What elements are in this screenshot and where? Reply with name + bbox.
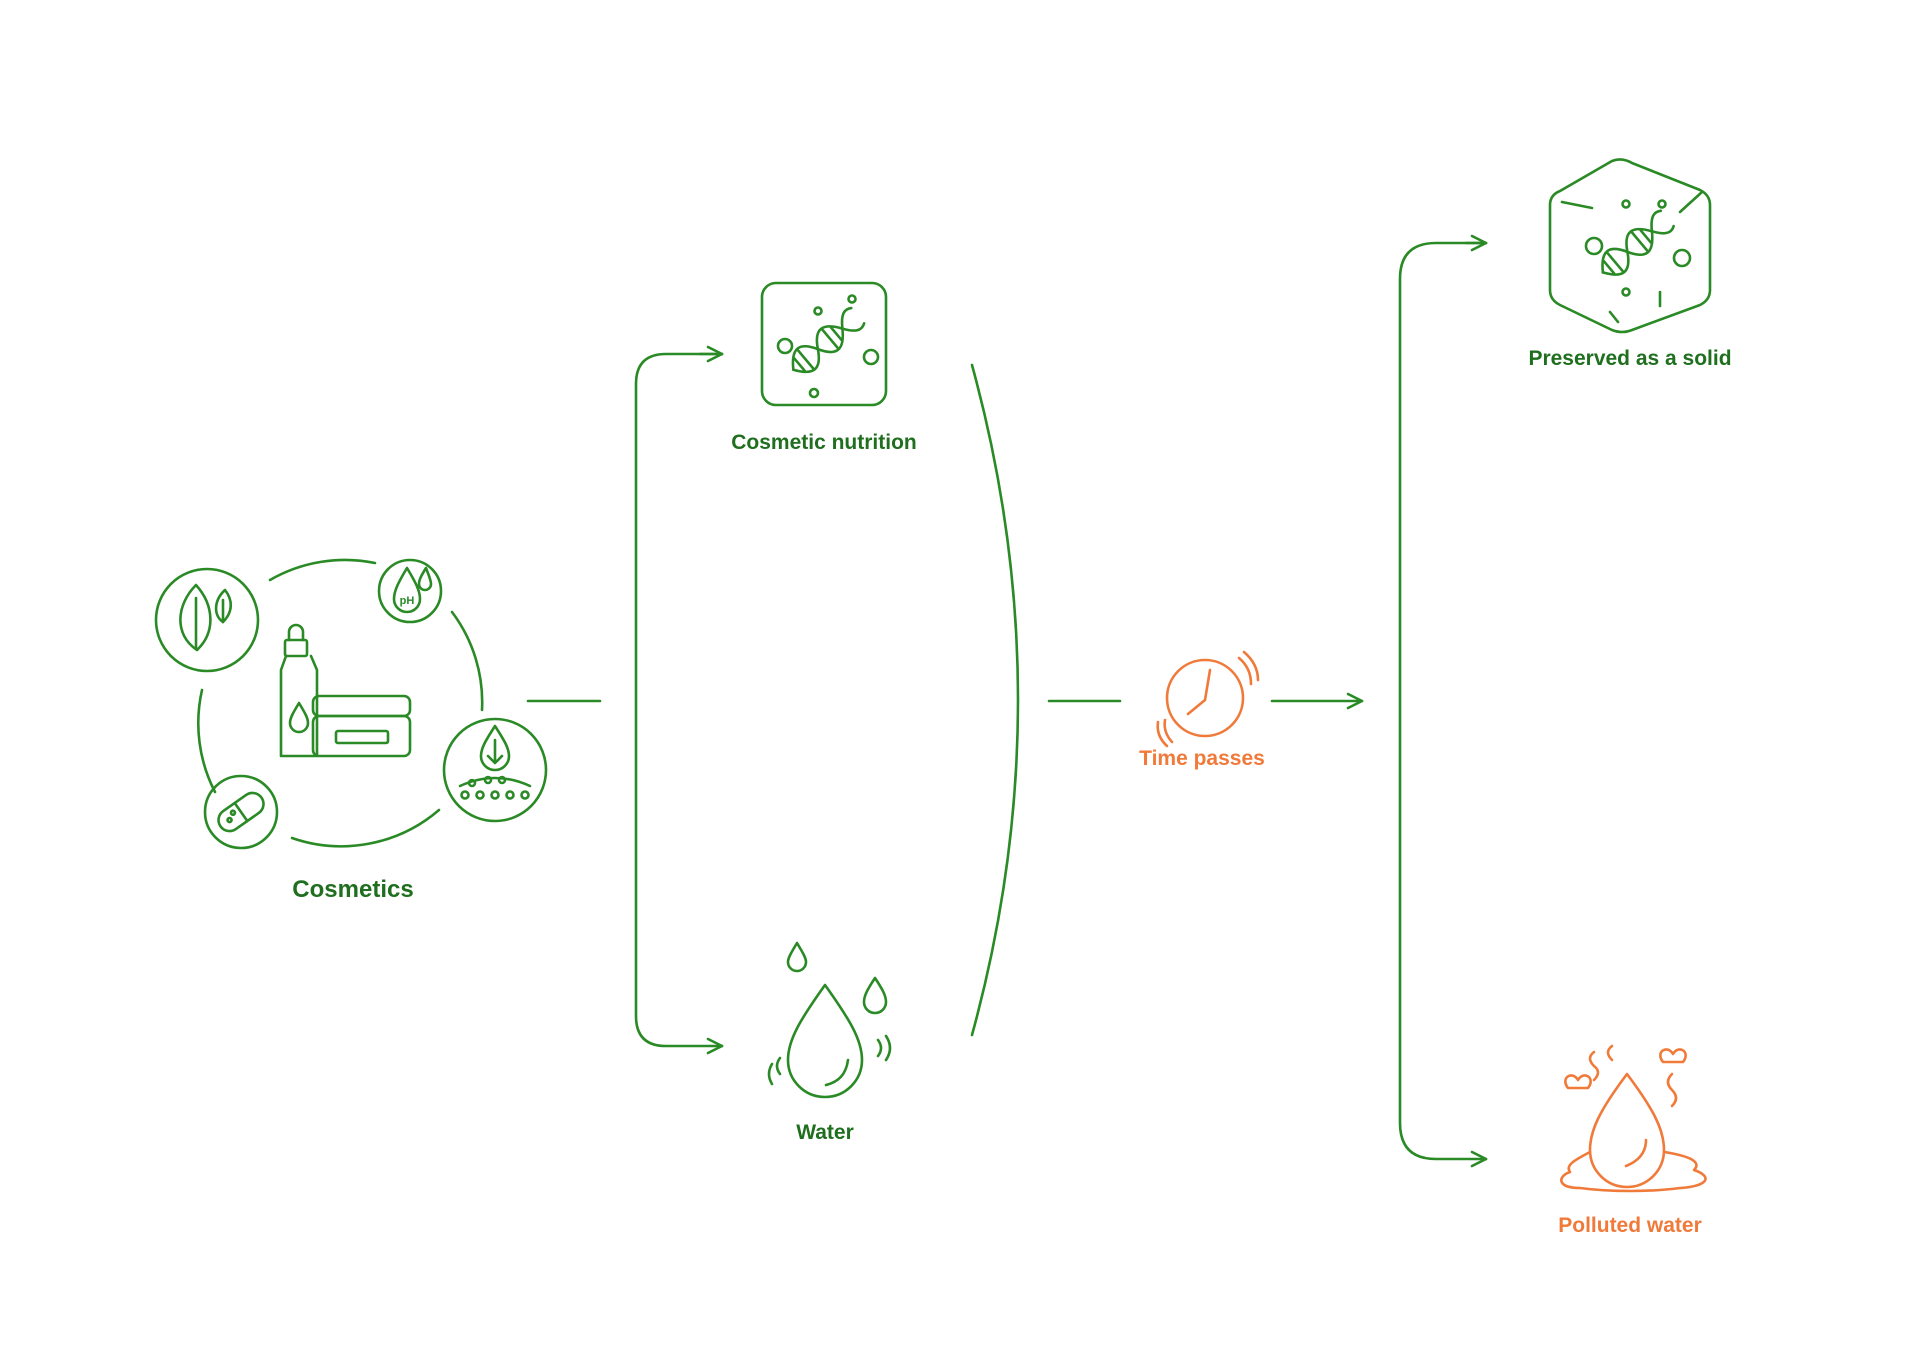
absorption-icon — [442, 717, 548, 823]
polluted-water-label: Polluted water — [1558, 1214, 1702, 1237]
ph-drop-icon: pH — [377, 558, 443, 624]
cosmetic-nutrition-label: Cosmetic nutrition — [731, 431, 917, 454]
preserved-as-solid-label: Preserved as a solid — [1528, 347, 1731, 370]
merge-arc — [970, 363, 1020, 1037]
clock-icon — [1156, 650, 1260, 748]
leaf-icon — [154, 567, 260, 673]
cream-jar-icon — [311, 694, 412, 758]
connectors — [526, 234, 1488, 1168]
cosmetics-label: Cosmetics — [292, 876, 413, 903]
water-drop-icon — [767, 941, 892, 1099]
time-passes-label: Time passes — [1139, 747, 1265, 770]
split-bracket — [634, 352, 724, 1055]
dropper-bottle-icon — [279, 623, 319, 758]
outcome-bracket — [1398, 241, 1488, 1168]
svg-text:pH: pH — [400, 595, 415, 607]
capsule-icon — [203, 774, 279, 850]
cosmetics-cluster-icon: pH — [154, 558, 548, 850]
water-label: Water — [796, 1121, 854, 1144]
dna-hexagon-icon — [1548, 158, 1712, 334]
dna-square-icon — [760, 281, 888, 407]
polluted-water-icon — [1560, 1044, 1707, 1193]
